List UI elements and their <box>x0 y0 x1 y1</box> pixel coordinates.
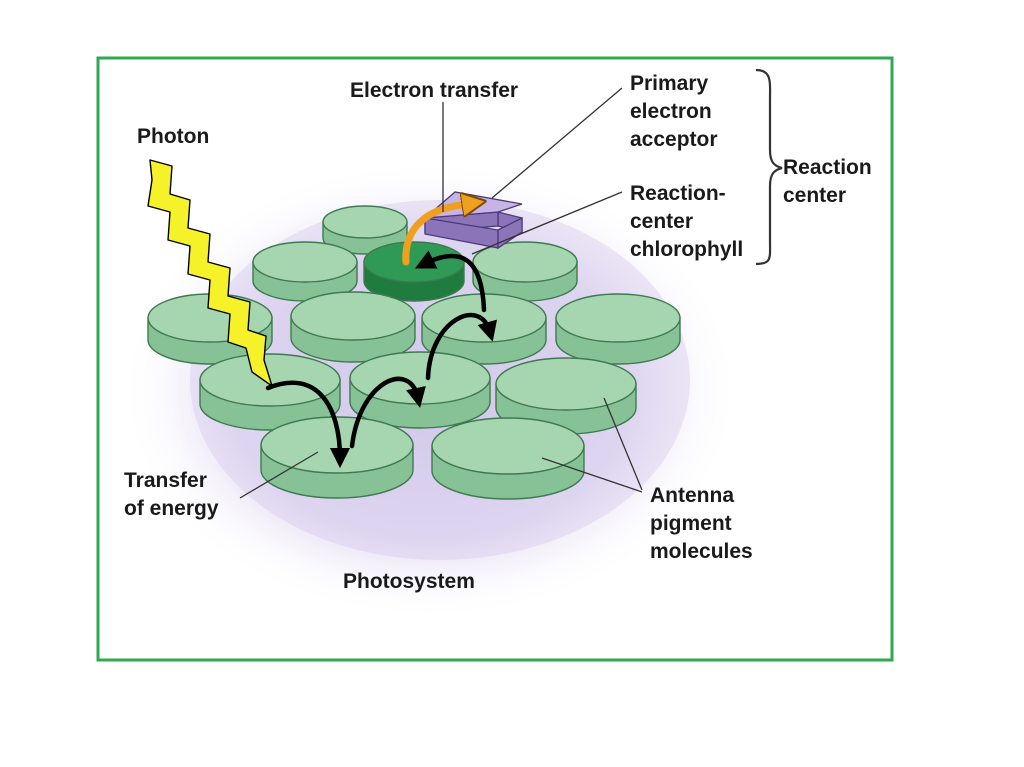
curly-brace-icon <box>755 68 783 266</box>
label-photosystem: Photosystem <box>343 570 475 593</box>
label-reaction-center-line2: center <box>783 184 846 207</box>
label-rcc-line3: chlorophyll <box>630 238 743 261</box>
disk-top <box>555 293 681 343</box>
curved-arrow-icon <box>265 380 351 469</box>
curved-arrow-icon <box>425 312 498 381</box>
disk-top <box>252 241 358 283</box>
antenna-disk <box>472 241 578 302</box>
disk-top <box>495 357 637 411</box>
label-electron-transfer: Electron transfer <box>350 79 518 102</box>
label-primary-line1: Primary <box>630 72 709 95</box>
label-rcc-line1: Reaction- <box>630 182 726 205</box>
curved-arrow-icon <box>414 250 487 313</box>
label-reaction-center-line1: Reaction <box>783 156 872 179</box>
antenna-disk <box>431 417 585 500</box>
leader-lines <box>239 87 643 499</box>
antenna-disk <box>349 351 491 429</box>
antenna-disk <box>260 416 414 499</box>
curved-arrow-icon <box>349 376 426 449</box>
disk-top <box>322 205 408 239</box>
label-rcc-line2: center <box>630 210 693 233</box>
label-photon: Photon <box>137 125 209 148</box>
disk-top <box>431 417 585 475</box>
leader-primary-acceptor <box>491 87 623 199</box>
label-antenna-line1: Antenna <box>650 484 734 507</box>
label-primary-line2: electron <box>630 100 712 123</box>
label-transfer-line2: of energy <box>124 497 219 520</box>
leader-transfer-energy <box>239 451 319 499</box>
label-antenna-line2: pigment <box>650 512 732 535</box>
disk-top <box>290 291 416 341</box>
reaction-center-chlorophyll-disk <box>363 241 465 302</box>
slide-frame <box>96 56 894 662</box>
antenna-disk <box>290 291 416 363</box>
energy-transfer-arrows <box>265 250 498 469</box>
label-antenna-line3: molecules <box>650 540 753 563</box>
label-transfer-line1: Transfer <box>124 469 207 492</box>
label-primary-line3: acceptor <box>630 128 718 151</box>
leader-reaction-chlorophyll <box>471 191 623 255</box>
disk-top <box>363 241 465 283</box>
disk-top <box>260 416 414 474</box>
disk-top <box>472 241 578 283</box>
leader-antenna-1 <box>603 397 643 491</box>
leader-antenna-2 <box>541 457 643 493</box>
electron-transfer-arrow <box>402 203 474 266</box>
antenna-disk <box>555 293 681 365</box>
